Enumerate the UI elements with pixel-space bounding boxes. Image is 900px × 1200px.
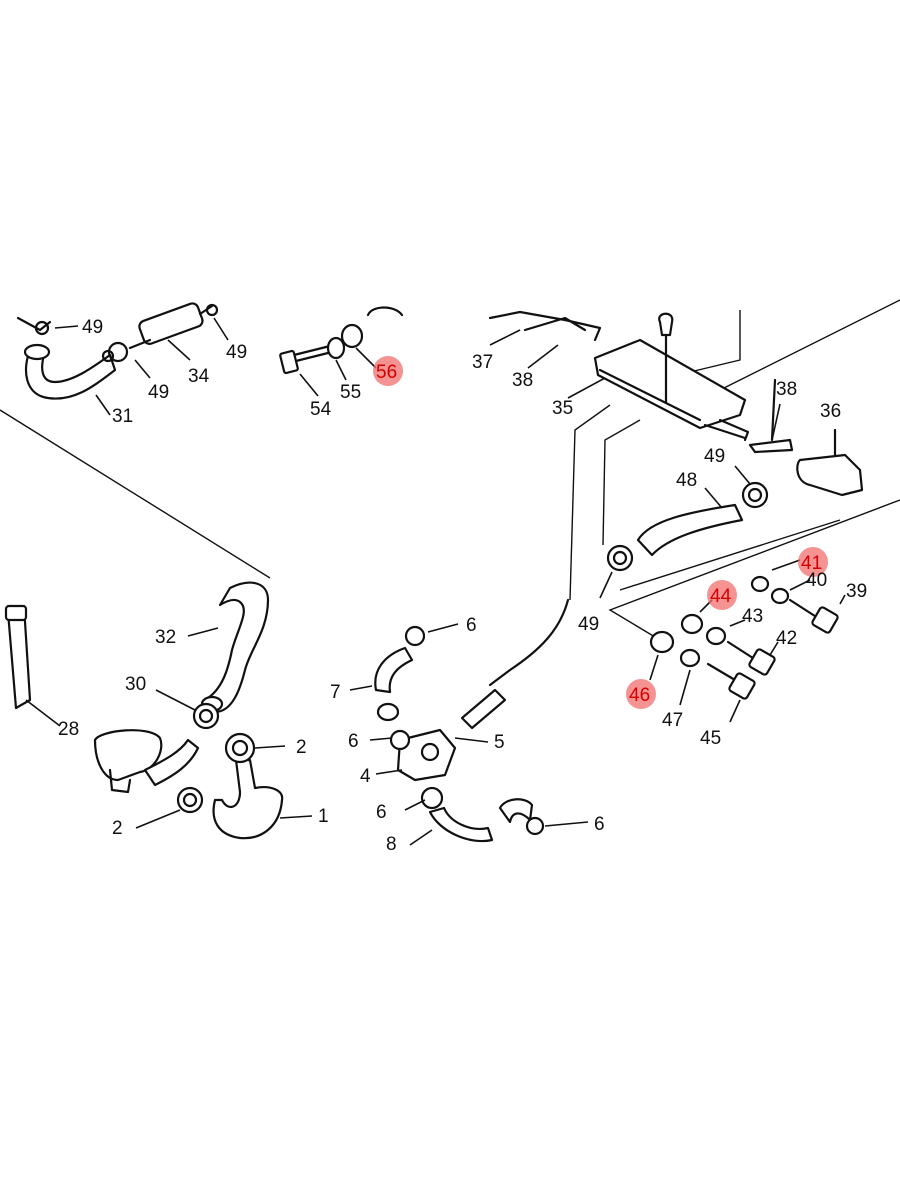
label-38-a: 38 — [512, 370, 533, 391]
bolt-washer-group-top — [279, 306, 404, 397]
label-31: 31 — [112, 406, 133, 427]
label-54: 54 — [310, 399, 332, 420]
label-32: 32 — [155, 627, 176, 648]
hose-48 — [636, 503, 744, 557]
label-28: 28 — [58, 719, 79, 740]
label-44: 44 — [710, 586, 732, 607]
highlight-56 — [373, 356, 403, 386]
hose-8 — [428, 806, 494, 843]
hose-1 — [212, 758, 284, 840]
label-1: 1 — [318, 806, 329, 827]
label-6-d: 6 — [594, 814, 605, 835]
label-45: 45 — [700, 728, 721, 749]
bolt-washer-group-right — [649, 559, 846, 723]
label-40: 40 — [806, 570, 827, 591]
highlight-41 — [798, 547, 828, 577]
strap-28 — [4, 604, 61, 727]
cover-35 — [593, 338, 747, 430]
label-6-b: 6 — [348, 731, 359, 752]
label-49-c: 49 — [148, 382, 169, 403]
part-labels: 49 49 49 34 31 54 55 56 37 38 38 35 36 4… — [58, 317, 867, 855]
label-56: 56 — [376, 362, 397, 383]
label-37: 37 — [472, 352, 493, 373]
label-6-a: 6 — [466, 615, 477, 636]
cover-35-assembly — [488, 310, 864, 497]
label-34: 34 — [188, 366, 210, 387]
hose-31-assembly — [16, 316, 117, 416]
thermostat-assembly — [93, 729, 313, 840]
label-46: 46 — [629, 685, 650, 706]
highlight-markers — [373, 356, 828, 709]
label-49-b: 49 — [226, 342, 247, 363]
hose-48-assembly — [599, 465, 769, 599]
assembly-guide-lines — [0, 299, 900, 641]
hose-32 — [203, 581, 270, 714]
label-38-b: 38 — [776, 379, 797, 400]
hose-32-assembly — [155, 581, 270, 730]
label-6-c: 6 — [376, 802, 387, 823]
label-41: 41 — [801, 553, 822, 574]
label-39: 39 — [846, 581, 867, 602]
label-2-a: 2 — [296, 737, 307, 758]
highlight-44 — [707, 580, 737, 610]
label-49-d: 49 — [704, 446, 725, 467]
label-2-b: 2 — [112, 818, 123, 839]
label-42: 42 — [776, 628, 797, 649]
label-30: 30 — [125, 674, 146, 695]
label-43: 43 — [742, 606, 763, 627]
hose-7 — [374, 646, 414, 694]
label-49-e: 49 — [578, 614, 599, 635]
label-5: 5 — [494, 732, 505, 753]
label-8: 8 — [386, 834, 397, 855]
label-36: 36 — [820, 401, 841, 422]
hose-31 — [24, 348, 117, 400]
label-48: 48 — [676, 470, 697, 491]
label-49-a: 49 — [82, 317, 103, 338]
label-47: 47 — [662, 710, 683, 731]
fuel-filter-34 — [101, 302, 229, 379]
label-4: 4 — [360, 766, 371, 787]
drain-line — [488, 598, 570, 687]
label-7: 7 — [330, 682, 341, 703]
label-55: 55 — [340, 382, 361, 403]
label-35: 35 — [552, 398, 573, 419]
highlight-46 — [626, 679, 656, 709]
valve-assembly — [349, 598, 589, 846]
